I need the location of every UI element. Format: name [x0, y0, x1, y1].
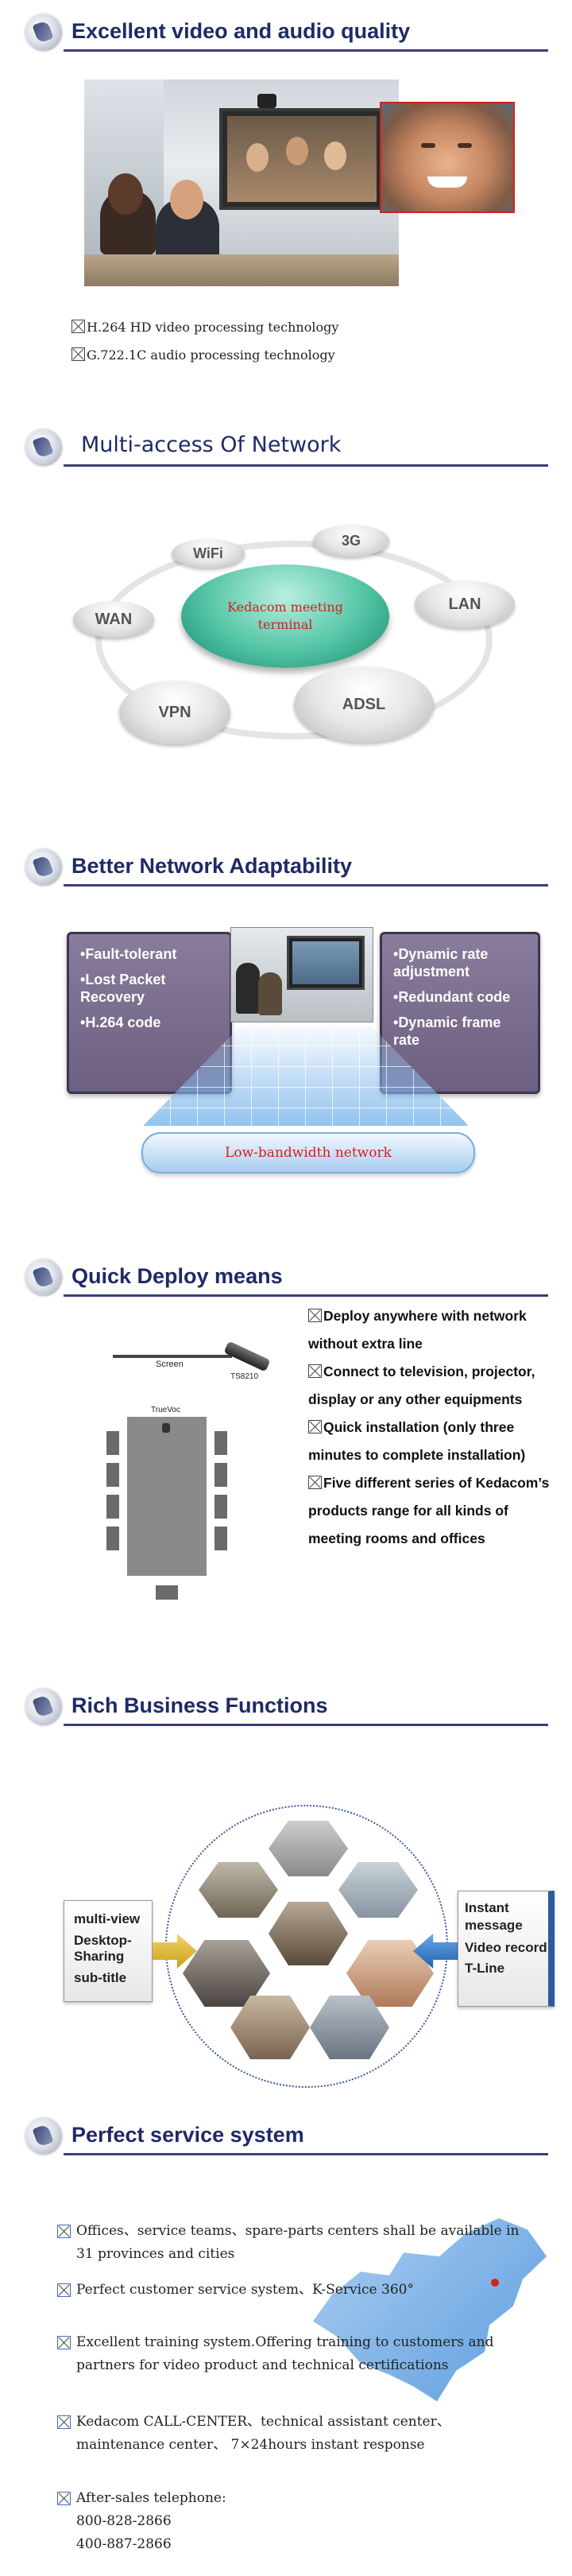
deploy-list: Deploy anywhere with network without ext… — [308, 1302, 555, 1553]
deploy-item: Quick installation (only three minutes t… — [308, 1419, 526, 1463]
right-item: •Dynamic frame rate — [393, 1014, 501, 1048]
business-right-item: Video record — [465, 1940, 547, 1955]
node-wifi: WiFi — [172, 539, 245, 568]
screen-bar — [113, 1355, 232, 1358]
phone-number: 800-828-2866 — [76, 2513, 172, 2529]
title-rule — [64, 1294, 548, 1297]
video-feature-2: G.722.1C audio processing technology — [72, 347, 335, 363]
checkbox-icon — [57, 2336, 71, 2349]
business-circle — [165, 1805, 448, 2088]
checkbox-icon — [72, 347, 85, 361]
service-phones: After-sales telephone: 800-828-2866 400-… — [57, 2487, 521, 2556]
deploy-item: Five different series of Kedacom’s produ… — [308, 1475, 550, 1546]
video-feature-1: H.264 HD video processing technology — [72, 320, 338, 335]
checkbox-icon — [57, 2283, 71, 2297]
checkbox-icon — [308, 1420, 322, 1433]
deploy-item: Deploy anywhere with network without ext… — [308, 1308, 527, 1352]
service-item-3: Excellent training system.Offering train… — [57, 2331, 521, 2377]
left-item: •H.264 code — [80, 1014, 161, 1030]
deploy-item: Connect to television, projector, displa… — [308, 1364, 535, 1407]
room-diagram: Screen TS8210 TrueVoc — [95, 1340, 294, 1614]
meeting-table — [127, 1417, 207, 1576]
section-header-video: Excellent video and audio quality — [24, 13, 548, 52]
kedacom-logo-icon — [25, 2118, 62, 2155]
checkbox-icon — [57, 2492, 71, 2505]
node-3g: 3G — [313, 525, 389, 557]
china-map — [308, 2202, 550, 2417]
tv-screen — [219, 108, 385, 210]
business-left-item: multi-view — [74, 1911, 141, 1926]
checkbox-icon — [308, 1364, 322, 1378]
title-rule — [64, 49, 548, 52]
node-vpn: VPN — [119, 681, 230, 744]
node-adsl: ADSL — [294, 666, 434, 743]
title-rule — [64, 464, 548, 467]
title-rule — [64, 884, 548, 886]
checkbox-icon — [57, 2225, 71, 2238]
section-header-service: Perfect service system — [24, 2116, 548, 2156]
node-wan: WAN — [73, 601, 154, 638]
screen-label: Screen — [156, 1360, 184, 1369]
section-title: Excellent video and audio quality — [72, 19, 411, 43]
checkbox-icon — [308, 1476, 322, 1489]
right-item: •Redundant code — [393, 989, 511, 1005]
service-item-4: Kedacom CALL-CENTER、technical assistant … — [57, 2411, 521, 2457]
checkbox-icon — [308, 1309, 322, 1322]
service-item-2: Perfect customer service system、K-Servic… — [57, 2279, 521, 2302]
left-item: •Fault-tolerant — [80, 946, 177, 962]
kedacom-logo-icon — [25, 849, 62, 886]
section-title: Better Network Adaptability — [72, 854, 353, 878]
camera-label: TS8210 — [230, 1372, 259, 1381]
section-title: Quick Deploy means — [72, 1264, 283, 1288]
section-header-network: Multi-access Of Network — [24, 428, 548, 467]
left-item: •Lost Packet Recovery — [80, 972, 166, 1005]
kedacom-logo-icon — [25, 1689, 62, 1725]
kedacom-logo-icon — [25, 429, 62, 466]
section-header-deploy: Quick Deploy means — [24, 1258, 548, 1298]
conference-room-photo — [84, 80, 399, 286]
section-title: Rich Business Functions — [72, 1693, 328, 1717]
network-center: Kedacom meeting terminal — [181, 564, 389, 668]
bandwidth-bar: Low-bandwidth network — [141, 1132, 475, 1174]
business-right-item: Instant message — [465, 1900, 523, 1933]
section-title: Multi-access Of Network — [81, 433, 342, 457]
adaptability-right-panel: •Dynamic rate adjustment •Redundant code… — [380, 932, 540, 1094]
business-right-box: Instant message Video record T-Line — [458, 1891, 555, 2007]
business-left-item: Desktop-Sharing — [74, 1933, 132, 1964]
closeup-face-photo — [380, 102, 515, 213]
mic-icon — [162, 1423, 170, 1433]
table-label: TrueVoc — [151, 1406, 180, 1414]
bandwidth-label: Low-bandwidth network — [225, 1145, 392, 1161]
checkbox-icon — [57, 2415, 71, 2429]
phone-number: 400-887-2866 — [76, 2536, 172, 2552]
node-lan: LAN — [415, 580, 515, 628]
phone-label: After-sales telephone: — [76, 2490, 226, 2506]
service-item-1: Offices、service teams、spare-parts center… — [57, 2220, 521, 2266]
checkbox-icon — [72, 320, 85, 333]
meeting-photo — [230, 927, 373, 1022]
network-ring — [95, 541, 493, 739]
section-header-adaptability: Better Network Adaptability — [24, 848, 548, 887]
title-rule — [64, 2153, 548, 2155]
section-title: Perfect service system — [72, 2123, 304, 2147]
right-item: •Dynamic rate adjustment — [393, 946, 489, 980]
business-left-item: sub-title — [74, 1970, 127, 1985]
business-left-box: multi-view Desktop-Sharing sub-title — [64, 1900, 153, 2002]
section-header-business: Rich Business Functions — [24, 1687, 548, 1727]
title-rule — [64, 1724, 548, 1726]
business-right-item: T-Line — [465, 1961, 505, 1976]
kedacom-logo-icon — [25, 1259, 62, 1296]
network-diagram: Kedacom meeting terminal WiFi 3G LAN WAN… — [72, 525, 516, 763]
kedacom-logo-icon — [25, 14, 62, 51]
